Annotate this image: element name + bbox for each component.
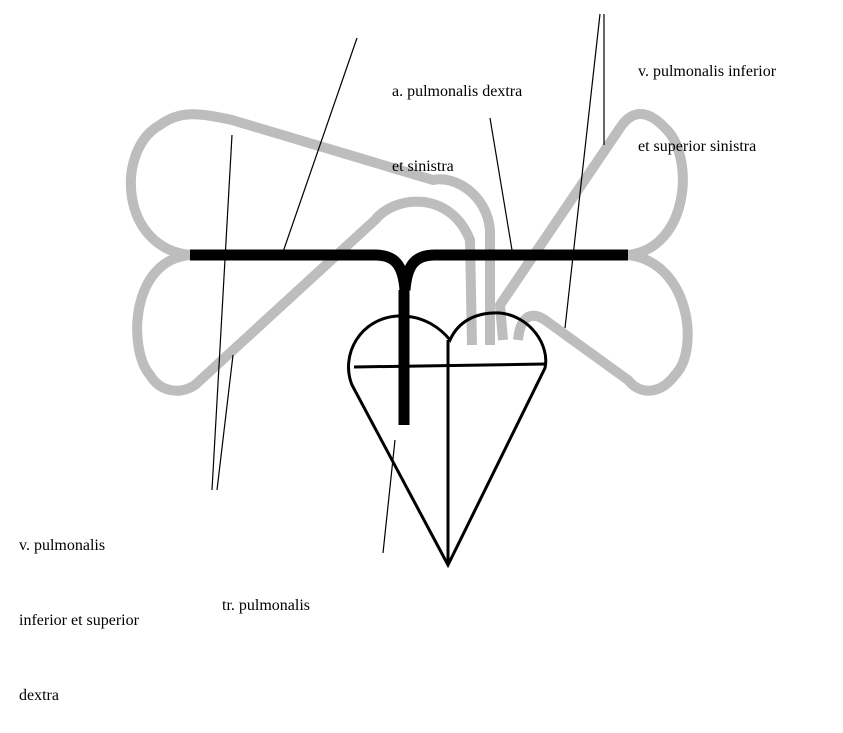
leader-a-pulmonalis-1 bbox=[283, 38, 357, 252]
label-a-pulmonalis: a. pulmonalis dextra et sinistra bbox=[392, 29, 522, 204]
pulmonary-circulation-diagram: a. pulmonalis dextra et sinistra v. pulm… bbox=[0, 0, 843, 573]
label-v-dextra-line1: v. pulmonalis bbox=[19, 533, 139, 558]
leader-v-dextra-1 bbox=[212, 135, 232, 490]
label-v-dextra-line3: dextra bbox=[19, 683, 139, 708]
label-v-pulmonalis-dextra: v. pulmonalis inferior et superior dextr… bbox=[19, 483, 139, 733]
label-a-pulmonalis-line1: a. pulmonalis dextra bbox=[392, 79, 522, 104]
label-tr-pulmonalis: tr. pulmonalis bbox=[222, 543, 310, 643]
label-a-pulmonalis-line2: et sinistra bbox=[392, 154, 522, 179]
label-v-sinistra-line2: et superior sinistra bbox=[638, 134, 776, 159]
label-v-pulmonalis-sinistra: v. pulmonalis inferior et superior sinis… bbox=[638, 9, 776, 184]
label-tr-pulmonalis-line1: tr. pulmonalis bbox=[222, 593, 310, 618]
heart-septum-horizontal bbox=[354, 364, 545, 367]
pulmonary-artery-bar bbox=[190, 255, 628, 290]
leader-v-dextra-2 bbox=[217, 355, 233, 490]
label-v-sinistra-line1: v. pulmonalis inferior bbox=[638, 59, 776, 84]
label-v-dextra-line2: inferior et superior bbox=[19, 608, 139, 633]
left-lower-lung-loop bbox=[137, 202, 472, 391]
